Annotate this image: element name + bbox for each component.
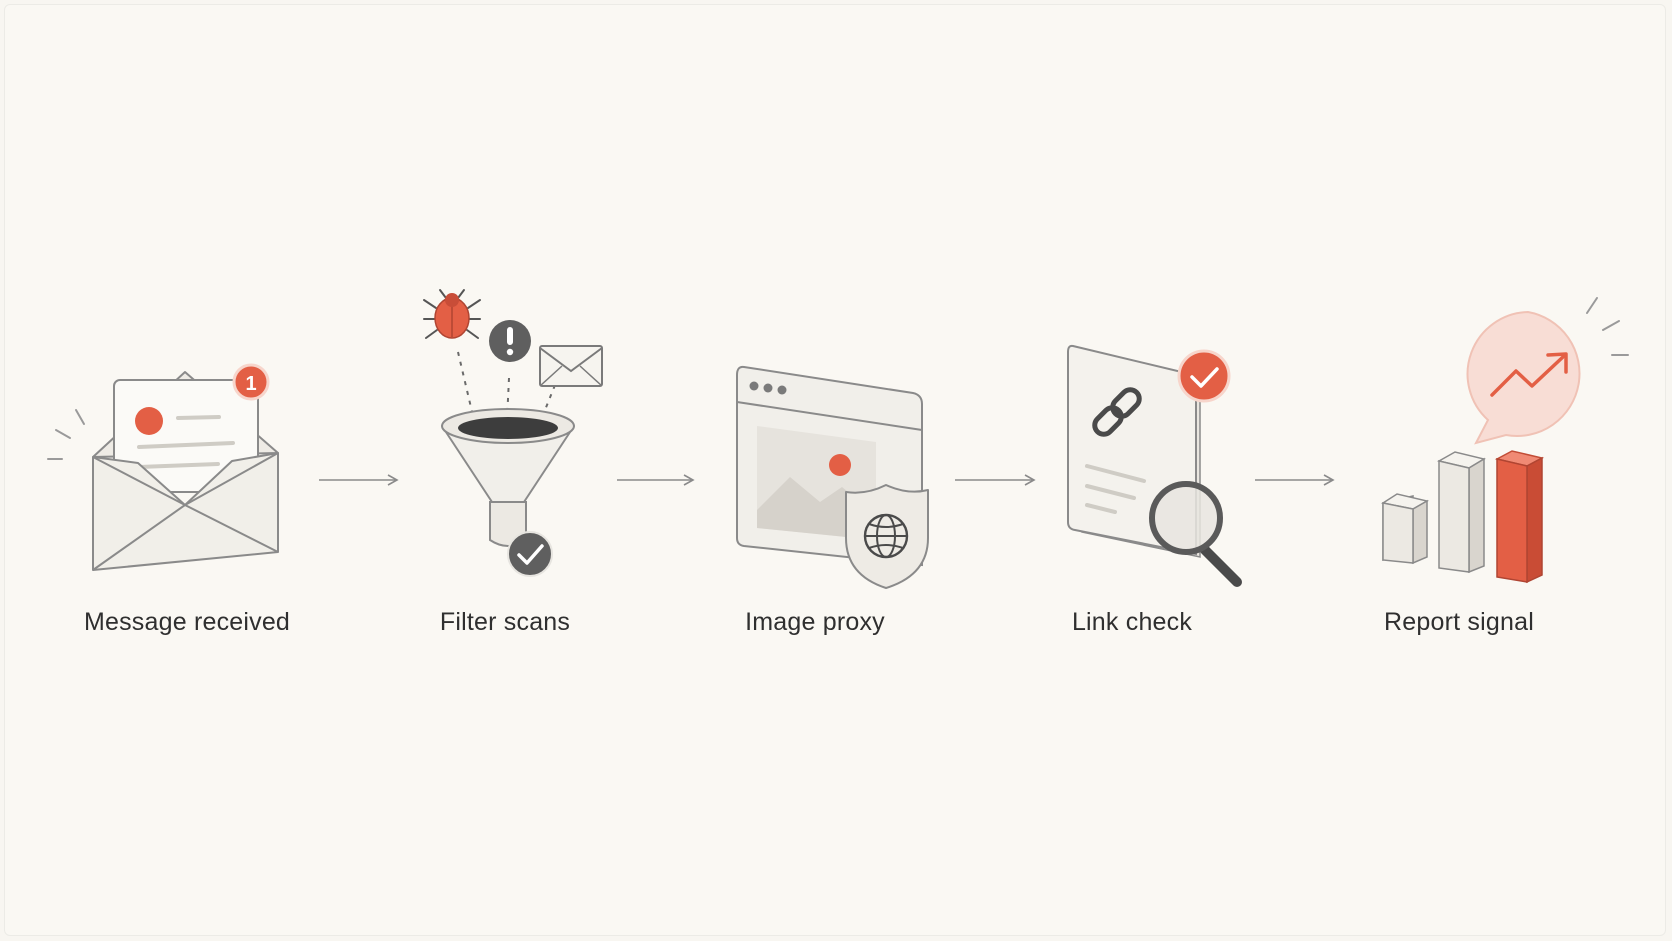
shield-globe-icon [845, 484, 929, 589]
funnel-icon [441, 351, 575, 547]
bar-chart-icon [1381, 450, 1545, 584]
step-label-report-signal: Report signal [1384, 608, 1534, 636]
notification-badge-count: 1 [245, 373, 256, 395]
step-label-image-proxy: Image proxy [745, 608, 885, 636]
link-icon [1092, 387, 1142, 437]
step-label-link-check: Link check [1071, 608, 1193, 636]
bug-icon [423, 289, 481, 339]
check-icon [507, 531, 553, 577]
notification-badge [232, 363, 270, 401]
check-icon [1177, 349, 1231, 403]
alert-icon [489, 320, 531, 362]
envelope-icon: 1 [47, 363, 279, 571]
step-label-filter-scans: Filter scans [439, 608, 571, 636]
mail-icon [539, 345, 603, 387]
magnifier-icon [1149, 481, 1242, 587]
step-label-message-received: Message received [83, 608, 291, 636]
trend-bubble-icon [1466, 297, 1629, 445]
